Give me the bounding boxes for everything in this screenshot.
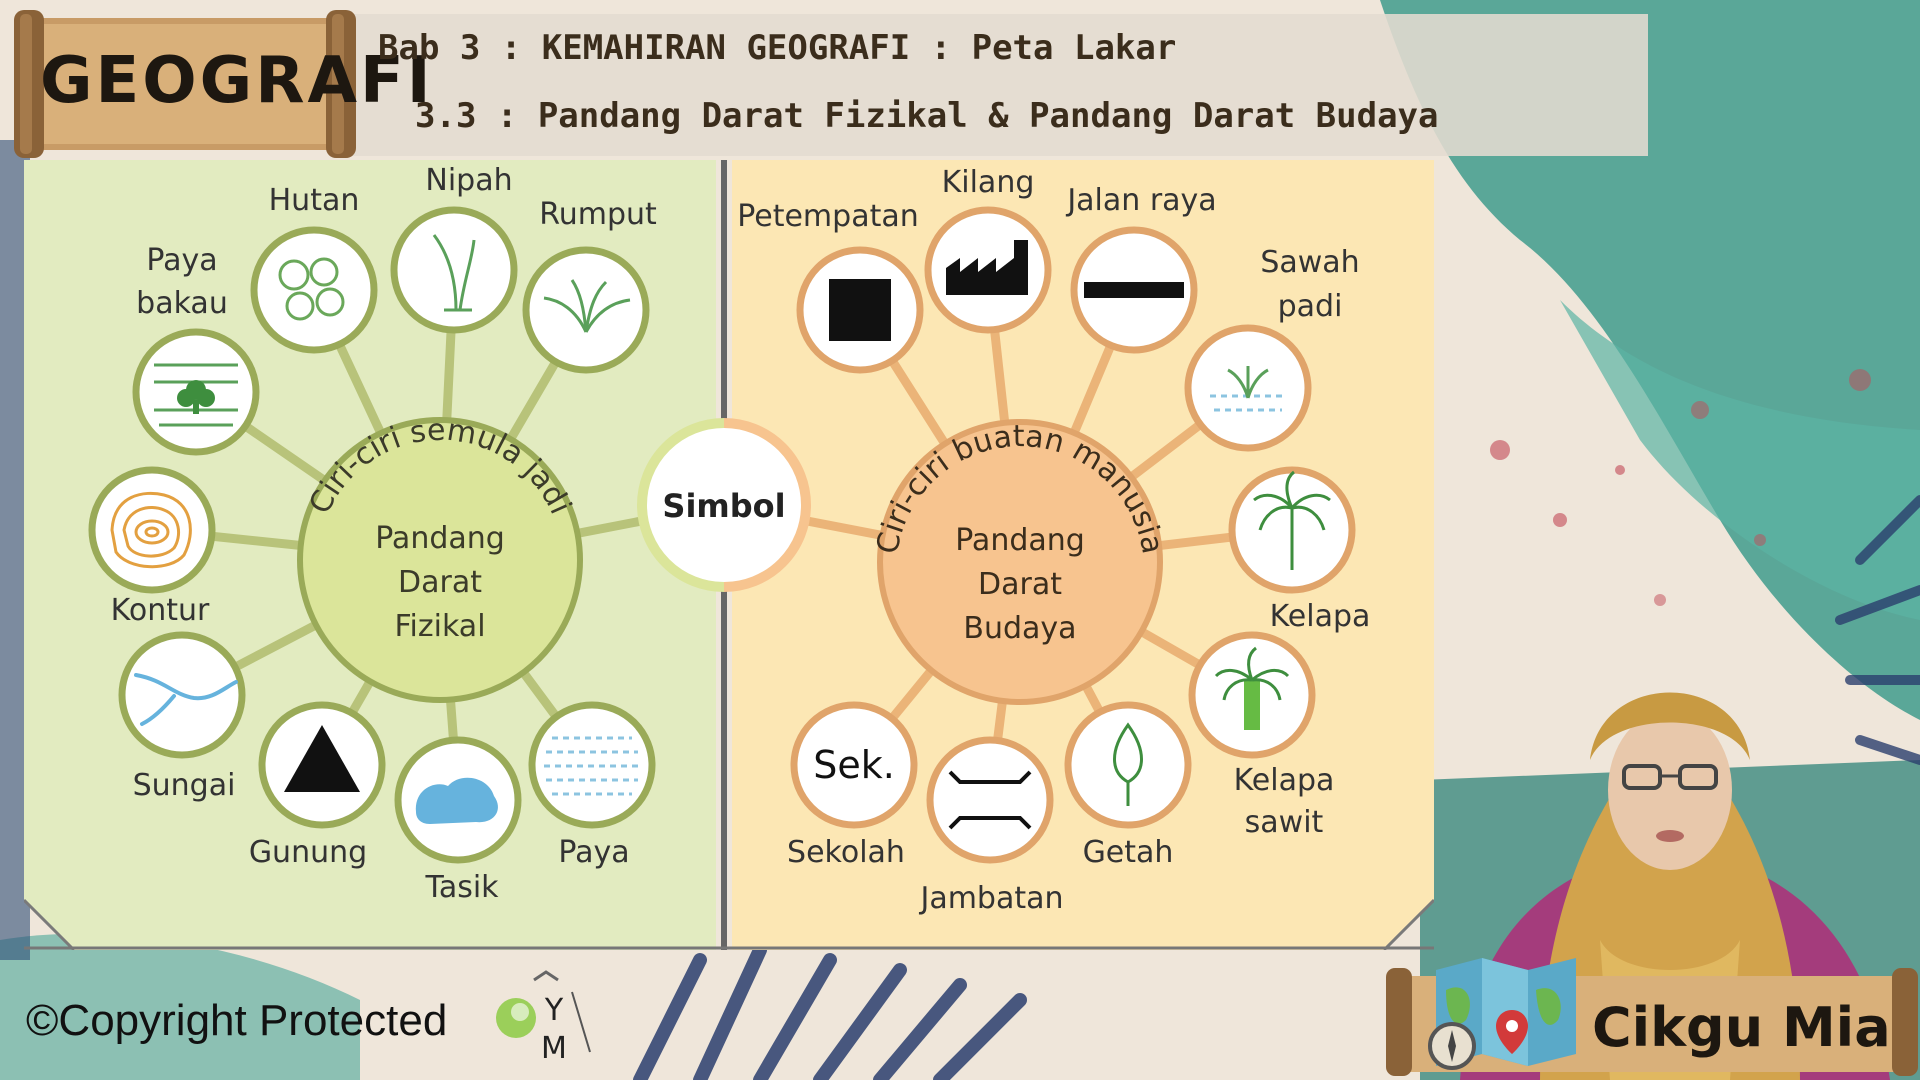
lake-icon (415, 777, 498, 824)
item-kelapa: Kelapa (1228, 466, 1371, 634)
physical-hub-line3: Fizikal (394, 609, 485, 644)
logo-letter-y: Y (544, 993, 564, 1028)
label-paya: Paya (558, 835, 629, 870)
cultural-hub-line1: Pandang (955, 523, 1085, 558)
label-paya-bakau-2: bakau (136, 286, 228, 321)
physical-hub-line2: Darat (398, 565, 482, 600)
cultural-hub-line2: Darat (978, 567, 1062, 602)
item-paya-bakau: Paya bakau (132, 243, 260, 456)
label-kelapa: Kelapa (1270, 599, 1371, 634)
grass-icon (543, 279, 631, 333)
label-sekolah: Sekolah (787, 835, 905, 870)
cultural-hub-line3: Budaya (963, 611, 1076, 646)
item-kilang: Kilang (924, 165, 1052, 334)
label-hutan: Hutan (269, 183, 360, 218)
label-kontur: Kontur (111, 593, 210, 628)
contour-icon (110, 491, 192, 569)
label-tasik: Tasik (424, 870, 499, 905)
symbol-diagram: Ciri-ciri semula jadi Pandang Darat Fizi… (24, 160, 1434, 950)
item-sawah-padi: Sawah padi (1184, 245, 1360, 452)
nipah-icon (432, 234, 476, 312)
item-petempatan: Petempatan (737, 199, 924, 374)
subtopic-title: 3.3 : Pandang Darat Fizikal & Pandang Da… (415, 96, 1439, 136)
label-sawah-padi-1: Sawah (1260, 245, 1359, 280)
physical-hub-line1: Pandang (375, 521, 505, 556)
item-sungai: Sungai (118, 631, 246, 803)
label-getah: Getah (1083, 835, 1174, 870)
copyright-text: ©Copyright Protected (26, 996, 448, 1045)
header-banner (350, 14, 1648, 156)
label-sawah-padi-2: padi (1278, 289, 1343, 324)
road-icon (1084, 282, 1184, 298)
rubber-icon (1113, 722, 1143, 806)
item-kontur: Kontur (88, 466, 216, 628)
factory-icon (946, 240, 1028, 295)
item-tasik: Tasik (394, 736, 522, 905)
settlement-icon (829, 279, 891, 341)
label-jambatan: Jambatan (918, 881, 1063, 916)
label-paya-bakau-1: Paya (146, 243, 217, 278)
chapter-title: Bab 3 : KEMAHIRAN GEOGRAFI : Peta Lakar (378, 28, 1177, 68)
mangrove-icon (154, 363, 238, 427)
mountain-icon (284, 725, 360, 792)
label-petempatan: Petempatan (737, 199, 919, 234)
label-rumput: Rumput (539, 197, 657, 232)
swamp-icon (544, 736, 640, 796)
label-sungai: Sungai (133, 768, 236, 803)
simbol-label: Simbol (662, 487, 785, 525)
simbol-circle (642, 423, 806, 587)
label-kilang: Kilang (942, 165, 1035, 200)
coconut-icon (1253, 470, 1331, 570)
presenter-name: Cikgu Mia (1592, 996, 1891, 1059)
paddy-field-icon (1210, 366, 1286, 412)
item-paya: Paya (528, 701, 656, 870)
ym-logo: Y M (496, 970, 591, 1066)
item-sekolah: Sek. Sekolah (787, 701, 918, 870)
item-hutan: Hutan (250, 183, 378, 354)
map-icon (1428, 958, 1576, 1070)
school-icon: Sek. (813, 743, 895, 787)
logo-letter-m: M (541, 1031, 567, 1066)
label-nipah: Nipah (425, 163, 512, 198)
bridge-icon (948, 770, 1032, 830)
label-gunung: Gunung (249, 835, 367, 870)
item-getah: Getah (1064, 701, 1192, 870)
label-jalan-raya: Jalan raya (1065, 183, 1216, 218)
label-kelapa-sawit-2: sawit (1245, 805, 1324, 840)
item-rumput: Rumput (522, 197, 657, 374)
geografi-scroll (14, 10, 356, 158)
forest-icon (278, 257, 345, 321)
physical-hub (297, 417, 583, 703)
label-kelapa-sawit-1: Kelapa (1234, 763, 1335, 798)
item-jalan-raya: Jalan raya (1065, 183, 1217, 354)
cultural-hub (877, 419, 1163, 705)
item-kelapa-sawit: Kelapa sawit (1188, 631, 1335, 840)
item-jambatan: Jambatan (918, 736, 1064, 916)
river-icon (134, 673, 238, 726)
item-gunung: Gunung (249, 701, 386, 870)
subject-title: GEOGRAFI (40, 44, 434, 118)
oil-palm-icon (1214, 646, 1290, 730)
item-nipah: Nipah (390, 163, 518, 334)
